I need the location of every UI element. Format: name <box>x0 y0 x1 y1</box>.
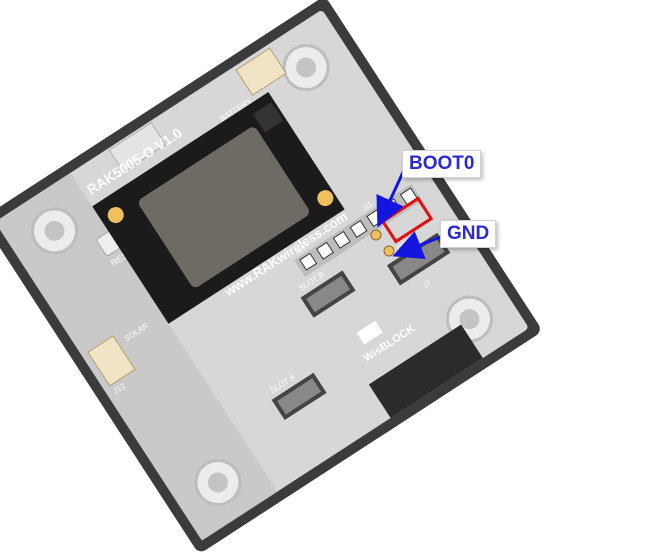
boot0-callout-text: BOOT0 <box>409 153 475 174</box>
gnd-callout: GND <box>440 220 497 248</box>
battery-pad-dark <box>368 324 483 419</box>
usb-connector <box>108 122 167 173</box>
gnd-pin <box>383 245 395 257</box>
wisblock-logo <box>356 320 383 345</box>
boot0-arrow <box>376 167 407 228</box>
j11-label: J11 <box>361 201 374 213</box>
gnd-callout-text: GND <box>447 223 490 244</box>
mounting-hole-bottom-left <box>194 458 242 506</box>
boot0-callout: BOOT0 <box>402 150 482 178</box>
mounting-hole-top-left <box>31 207 79 255</box>
mounting-hole-top-right <box>282 44 330 92</box>
boot0-pin <box>370 229 382 241</box>
battery-connector <box>235 47 287 96</box>
core-screw-left <box>107 206 124 223</box>
board-left-strip <box>0 172 278 541</box>
core-module-chip <box>138 127 309 288</box>
j7-label: J7 <box>423 280 433 290</box>
gnd-arrow <box>392 231 444 260</box>
slot-b: SLOT B <box>297 270 356 318</box>
solar-connector <box>87 335 136 387</box>
core-small-chip <box>252 102 284 133</box>
core-screw-right <box>317 190 334 207</box>
rak5005-board: RESET BATTERY SOLAR J12 RAK5005-O V1.0 w… <box>0 0 540 552</box>
